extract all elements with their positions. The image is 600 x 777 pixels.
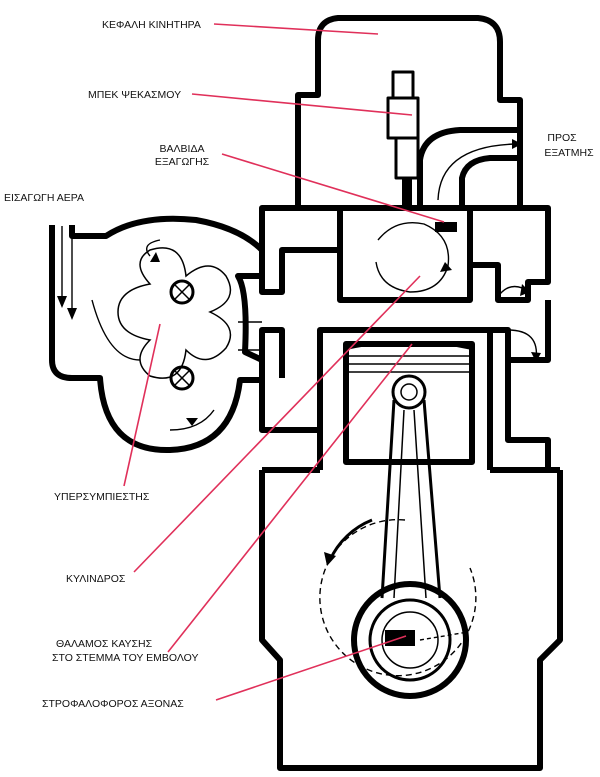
- label-exhaust-valve-2: ΕΞΑΓΩΓΗΣ: [155, 156, 210, 168]
- connecting-rod: [380, 399, 442, 599]
- label-crankshaft: ΣΤΡΟΦΑΛΟΦΟΡΟΣ ΑΞΟΝΑΣ: [42, 698, 184, 710]
- engine-head: [295, 15, 523, 208]
- label-cylinder: ΚΥΛΙΝΔΡΟΣ: [66, 573, 126, 585]
- label-combustion-chamber-1: ΘΑΛΑΜΟΣ ΚΑΥΣΗΣ: [56, 638, 153, 650]
- leader-cylinder: [133, 275, 421, 573]
- leader-lines: [123, 23, 445, 701]
- leader-engine-head: [213, 23, 379, 35]
- label-to-exhaust-1: ΠΡΟΣ: [547, 132, 577, 144]
- label-air-intake: ΕΙΣΑΓΩΓΗ ΑΕΡΑ: [4, 192, 84, 204]
- label-engine-head: ΚΕΦΑΛΗ ΚΙΝΗΤΗΡΑ: [102, 19, 201, 31]
- cylinder-block: [259, 205, 551, 303]
- crankshaft: [319, 518, 477, 699]
- labels: ΚΕΦΑΛΗ ΚΙΝΗΤΗΡΑ ΜΠΕΚ ΨΕΚΑΣΜΟΥ ΒΑΛΒΙΔΑ ΕΞ…: [4, 19, 594, 710]
- leader-exhaust-valve: [221, 153, 445, 223]
- label-combustion-chamber-2: ΣΤΟ ΣΤΕΜΜΑ ΤΟΥ ΕΜΒΟΛΟΥ: [52, 652, 199, 664]
- crankcase: [259, 467, 563, 771]
- piston: [343, 341, 475, 465]
- fuel-injector: [386, 70, 420, 206]
- leader-crankshaft: [215, 635, 407, 701]
- leader-injector: [191, 93, 413, 116]
- label-supercharger: ΥΠΕΡΣΥΜΠΙΕΣΤΗΣ: [54, 491, 150, 503]
- rotor-shaft-upper: [169, 279, 195, 305]
- wrist-pin: [391, 374, 427, 410]
- supercharger: [49, 215, 265, 454]
- leader-combustion-chamber: [167, 343, 413, 653]
- exhaust-passage: [417, 127, 522, 208]
- leader-supercharger: [123, 323, 161, 487]
- exhaust-valve: [435, 222, 457, 232]
- label-injector: ΜΠΕΚ ΨΕΚΑΣΜΟΥ: [88, 89, 181, 101]
- label-exhaust-valve-1: ΒΑΛΒΙΔΑ: [160, 143, 205, 155]
- rotor-shaft-lower: [169, 365, 195, 391]
- label-to-exhaust-2: ΕΞΑΤΜΗΣ: [544, 147, 594, 159]
